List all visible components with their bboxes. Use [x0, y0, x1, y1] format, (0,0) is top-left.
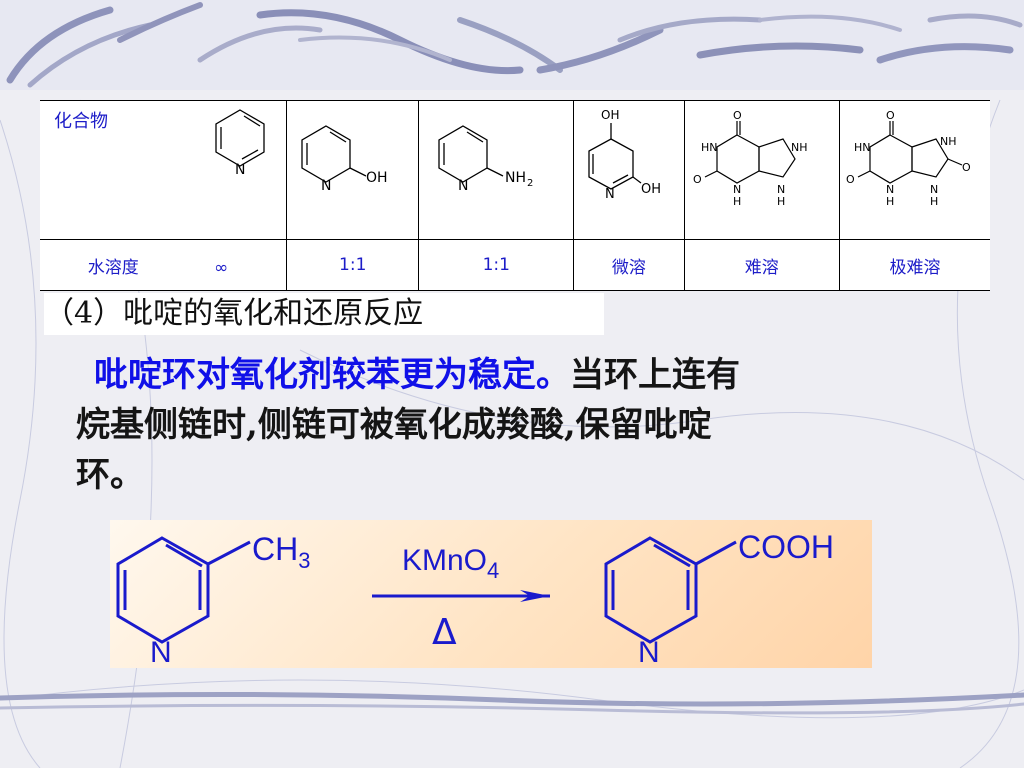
compound-cell-uric-acid: O HN NH O O N H N H — [838, 100, 990, 240]
oh-label: OH — [366, 170, 388, 186]
solubility-row: 水溶度 ∞ 1:1 1:1 微溶 难溶 极难溶 — [40, 239, 990, 291]
solubility-value: 1:1 — [482, 255, 510, 275]
svg-text:O: O — [962, 161, 971, 174]
svg-text:NH: NH — [505, 170, 526, 186]
highlighted-sentence: 吡啶环对氧化剂较苯更为稳定。 — [94, 355, 570, 395]
header-cell: 化合物 N — [40, 100, 287, 240]
svg-text:NH: NH — [940, 135, 957, 148]
svg-text:N: N — [777, 183, 785, 196]
solubility-cell-2: 1:1 — [285, 239, 420, 291]
svg-text:OH: OH — [641, 182, 661, 197]
svg-text:O: O — [846, 173, 855, 186]
compound-cell-2-hydroxypyridine: N OH — [285, 100, 420, 240]
svg-text:N: N — [886, 183, 894, 196]
svg-text:NH: NH — [791, 141, 808, 154]
hydroxypyridine-structure-icon: N OH — [301, 125, 388, 194]
svg-text:N: N — [235, 162, 245, 178]
compound-header-label: 化合物 — [54, 111, 108, 132]
aminopyridine-structure-icon: N NH 2 — [438, 125, 534, 194]
solubility-cell-5: 难溶 — [683, 239, 840, 291]
svg-text:N: N — [733, 183, 741, 196]
svg-text:H: H — [930, 195, 938, 208]
svg-text:O: O — [733, 109, 742, 122]
svg-text:H: H — [886, 195, 894, 208]
reactant-n-label: N — [150, 636, 172, 668]
svg-text:N: N — [458, 178, 468, 194]
reagent-label: KMnO4 — [402, 544, 499, 583]
solubility-table-panel: 化合物 N — [40, 100, 990, 291]
xanthine-structure-icon: O HN NH O N H N H — [693, 109, 808, 208]
svg-text:O: O — [886, 109, 895, 122]
svg-text:N: N — [321, 178, 331, 194]
svg-text:OH: OH — [601, 108, 619, 122]
paragraph-line-1-rest: 当环上连有 — [570, 355, 740, 395]
heat-condition-label: Δ — [432, 612, 457, 653]
solubility-pyridine: ∞ — [214, 257, 229, 278]
reactant-ring-icon — [116, 536, 251, 644]
solubility-table: 化合物 N — [40, 100, 990, 291]
svg-text:H: H — [733, 195, 741, 208]
solubility-value: 微溶 — [611, 257, 646, 278]
product-group-label: COOH — [738, 529, 834, 565]
paragraph-line-2: 烷基侧链时,侧链可被氧化成羧酸,保留吡啶 — [76, 405, 712, 445]
structure-row: 化合物 N — [40, 100, 990, 240]
paragraph-line-1: 吡啶环对氧化剂较苯更为稳定。当环上连有 — [76, 350, 976, 400]
svg-text:HN: HN — [854, 141, 871, 154]
product-ring-icon — [604, 536, 737, 644]
solubility-label-cell: 水溶度 ∞ — [40, 239, 287, 291]
svg-text:H: H — [777, 195, 785, 208]
solubility-label: 水溶度 — [87, 257, 139, 278]
solubility-value: 极难溶 — [889, 257, 941, 278]
svg-text:N: N — [930, 183, 938, 196]
compound-cell-2-aminopyridine: N NH 2 — [418, 100, 575, 240]
dihydroxypyridine-structure-icon: OH N OH — [588, 108, 661, 202]
body-paragraph: 吡啶环对氧化剂较苯更为稳定。当环上连有 烷基侧链时,侧链可被氧化成羧酸,保留吡啶… — [76, 350, 976, 500]
solubility-value: 难溶 — [744, 257, 779, 278]
reaction-diagram: N CH3 KMnO4 Δ N COOH — [116, 529, 834, 668]
svg-text:2: 2 — [527, 178, 533, 189]
solubility-cell-3: 1:1 — [418, 239, 575, 291]
svg-text:O: O — [693, 173, 702, 186]
compound-cell-xanthine: O HN NH O N H N H — [683, 100, 840, 240]
uric-acid-structure-icon: O HN NH O O N H N H — [846, 109, 971, 208]
solubility-value: 1:1 — [339, 255, 367, 275]
paragraph-line-3: 环。 — [76, 455, 144, 495]
arrow-head-icon — [520, 590, 550, 602]
solubility-cell-6: 极难溶 — [838, 239, 990, 291]
svg-text:N: N — [605, 187, 615, 202]
product-n-label: N — [638, 636, 660, 668]
reactant-group-label: CH3 — [252, 531, 310, 573]
compound-cell-dihydroxypyridine: OH N OH — [573, 100, 685, 240]
solubility-cell-4: 微溶 — [573, 239, 685, 291]
reaction-scheme: N CH3 KMnO4 Δ N COOH — [110, 520, 872, 668]
pyridine-structure-icon: N — [215, 109, 265, 178]
svg-text:HN: HN — [701, 141, 718, 154]
section-heading: （4）吡啶的氧化和还原反应 — [44, 293, 604, 335]
